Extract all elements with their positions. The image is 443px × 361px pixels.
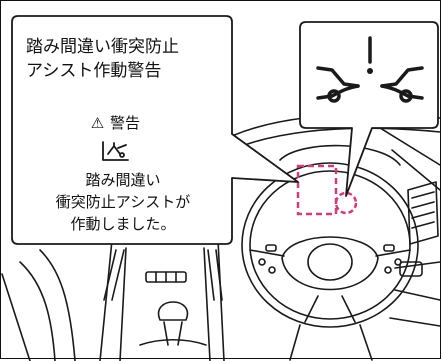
pedal-misapplication-indicator-icon [102,141,129,161]
message-line2: 衝突防止アシストが [55,193,191,211]
callout-title-line1: 踏み間違い衝突防止 [26,37,179,57]
pedal-misapplication-warning-icon [316,36,424,103]
exclamation-dot [367,68,373,74]
message-line3: 作動しました。 [70,215,176,233]
warning-label: 警告 [110,114,141,132]
warning-row: ⚠ 警告 [89,112,140,133]
steering-hub [281,236,379,291]
right-callout-bubble [299,21,439,197]
indicator-highlight [334,191,358,215]
left-callout-bubble [11,15,299,245]
air-vent-right [407,181,439,245]
warning-triangle-icon: ⚠ [90,114,105,132]
cluster-highlight [296,164,338,216]
message-line1: 踏み間違い [85,171,161,189]
callout-title-line2: アシスト作動警告 [26,61,162,81]
shift-knob [157,301,189,321]
steering-wheel-rim [241,162,419,328]
meter-hood [279,144,401,166]
